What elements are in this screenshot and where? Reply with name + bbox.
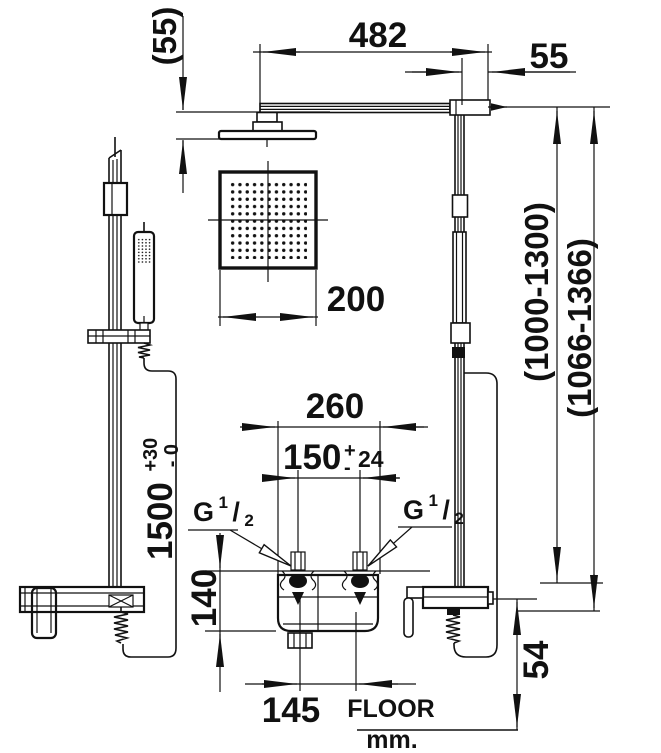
- dim-spout-floor-height: 54: [517, 640, 556, 679]
- hose-holder: [452, 347, 465, 358]
- thread-label-right: G 1 / 2: [403, 491, 464, 528]
- dim-inlet-tol-minus: -: [344, 457, 351, 479]
- outlet-fitting: [447, 608, 460, 615]
- slide-bar: [102, 137, 129, 587]
- mixer-right-view: [403, 585, 494, 644]
- thread-leader-left: [229, 529, 292, 567]
- dim-column-height-range: (1000-1300): [518, 202, 555, 382]
- dim-arm-wall-offset: 55: [530, 37, 569, 76]
- hose-loop: [453, 372, 498, 658]
- rain-head-side-view: [217, 111, 318, 147]
- mixer-body: [276, 573, 380, 633]
- floor-label: FLOOR: [347, 695, 435, 723]
- dim-arm-length: 482: [349, 16, 407, 55]
- dim-mixer-height: 140: [185, 569, 224, 627]
- dim-overall-height-range: (1066-1366): [561, 238, 598, 418]
- dimension-annotations: (55) 482 55 200 (1000-1300) (1066-1366) …: [140, 7, 610, 753]
- dim-inlet-tol-plus: +: [344, 440, 356, 462]
- overhead-arm: [259, 99, 491, 116]
- thread-leader-right: [367, 526, 413, 567]
- dim-hose-length: 1500 +30 - 0: [140, 433, 183, 560]
- rain-head-plate: [217, 129, 318, 141]
- cartridge-cap: [487, 591, 494, 605]
- thread-label-left: G 1 / 2: [193, 493, 254, 530]
- units-label: mm.: [366, 726, 417, 753]
- column-tube: [452, 231, 467, 324]
- shower-hose: [122, 342, 177, 658]
- column-coupling-lower: [450, 322, 471, 344]
- hose-length-value: 1500: [141, 482, 180, 560]
- dim-outlet-spacing: 145: [262, 691, 320, 730]
- outlet-hose-spring: [445, 614, 462, 644]
- dim-inlet-spacing: 150: [283, 438, 341, 477]
- dim-inlet-tol-value: 24: [358, 446, 384, 472]
- mixer-side-view: [18, 585, 146, 644]
- mixer-lever: [403, 597, 414, 638]
- dim-head-size: 200: [327, 280, 385, 319]
- hose-tol-plus: +30: [140, 438, 162, 472]
- dim-head-drop: (55): [146, 7, 183, 66]
- hose-tol-minus: - 0: [161, 444, 183, 467]
- mixer-rough-in-detail: [276, 551, 380, 649]
- hand-shower: [132, 222, 156, 332]
- inlet-left: [279, 551, 317, 605]
- front-view-figure: [208, 99, 498, 658]
- side-view-figure: [18, 137, 177, 658]
- wall-bracket: [87, 329, 151, 344]
- outlet-hose-spring: [113, 607, 131, 644]
- hand-shower-spray-face: [137, 238, 151, 263]
- slider-block: [102, 181, 129, 217]
- column-coupling-upper: [451, 194, 469, 218]
- mixer-handle: [30, 586, 58, 640]
- rain-head-face-view: [208, 161, 328, 282]
- dim-mixer-width: 260: [306, 387, 364, 426]
- shower-column: [450, 115, 471, 587]
